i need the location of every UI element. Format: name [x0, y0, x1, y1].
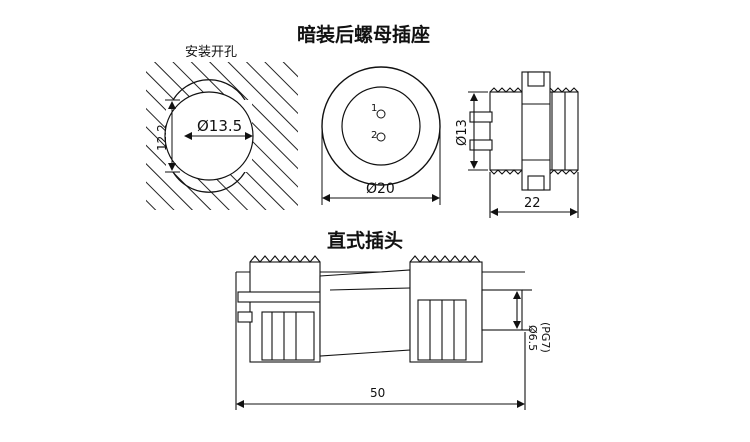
plug-title: 直式插头: [327, 230, 404, 252]
panel-cutout-view: [146, 62, 298, 210]
pin-2-label: 2: [371, 130, 378, 141]
cutout-label: 安装开孔: [185, 45, 238, 60]
cable-diameter-label: Ø6.5: [526, 325, 539, 351]
pin-1: [376, 109, 386, 119]
socket-side-view: [468, 71, 579, 218]
gland-label: (PG7): [539, 322, 552, 353]
front-diameter-label: Ø20: [366, 181, 395, 197]
pin-2: [376, 132, 386, 142]
side-length-label: 22: [524, 196, 541, 211]
socket-front-view: [321, 66, 441, 205]
side-diameter-label: Ø13: [455, 119, 470, 146]
flat-width-label: 12.2: [155, 124, 169, 151]
straight-plug-view: [235, 255, 532, 410]
socket-title: 暗装后螺母插座: [297, 24, 431, 46]
hole-diameter-label: Ø13.5: [197, 117, 243, 135]
plug-length-label: 50: [370, 386, 386, 400]
pin-1-label: 1: [371, 103, 378, 114]
